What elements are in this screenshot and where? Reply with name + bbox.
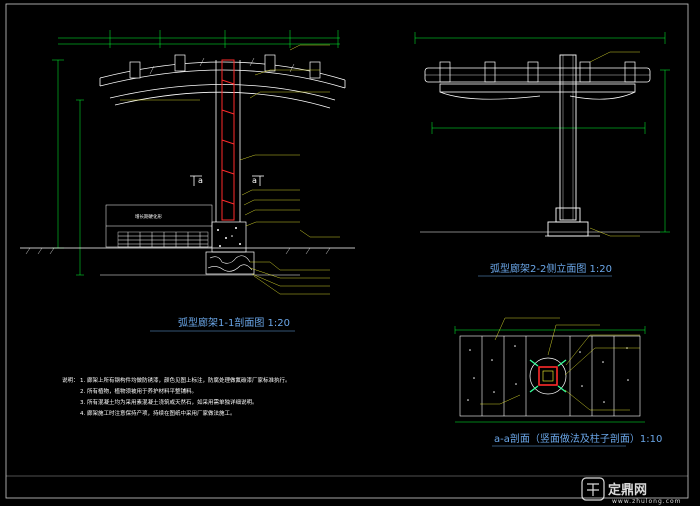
sheet-frame <box>5 3 689 499</box>
watermark-url: www.zhulong.com <box>612 498 682 505</box>
title-elevation-2-2: 弧型廊架2-2侧立面图 1:20 <box>490 262 612 275</box>
watermark: 定鼎网 www.zhulong.com <box>581 477 682 505</box>
section-a-a-drawing <box>454 317 646 447</box>
notes-heading: 说明： <box>62 376 79 384</box>
title-section-a-a: a-a剖面（竖面做法及柱子剖面）1:10 <box>494 432 662 445</box>
note-4: 4. 廊架施工时注意保持产项，持续在图纸中采用厂家做法施工。 <box>80 409 236 417</box>
section-mark-left: a <box>198 176 203 185</box>
note-3: 3. 所有混凝土均为采用素混凝土浇筑或天然石，如采用需单独详细说明。 <box>80 398 258 406</box>
elevation-2-2-drawing <box>414 32 670 277</box>
watermark-text: 定鼎网 <box>607 482 647 498</box>
section-1-1-drawing: a a 增长期硬化形 <box>20 30 355 332</box>
notes-block: 说明： 1. 廊架上所有钢构件均做防锈漆，颜色见图上标注，防腐处理做氟碳漆厂家标… <box>62 376 291 417</box>
note-1: 1. 廊架上所有钢构件均做防锈漆，颜色见图上标注，防腐处理做氟碳漆厂家标准执行。 <box>80 376 291 384</box>
ground-label: 增长期硬化形 <box>135 213 162 220</box>
watermark-logo-icon <box>581 477 605 501</box>
title-section-1-1: 弧型廊架1-1剖面图 1:20 <box>178 316 290 329</box>
note-2: 2. 所有植物，植物须被用于养护材料平整铺料。 <box>80 387 197 395</box>
section-mark-right: a <box>252 176 257 185</box>
